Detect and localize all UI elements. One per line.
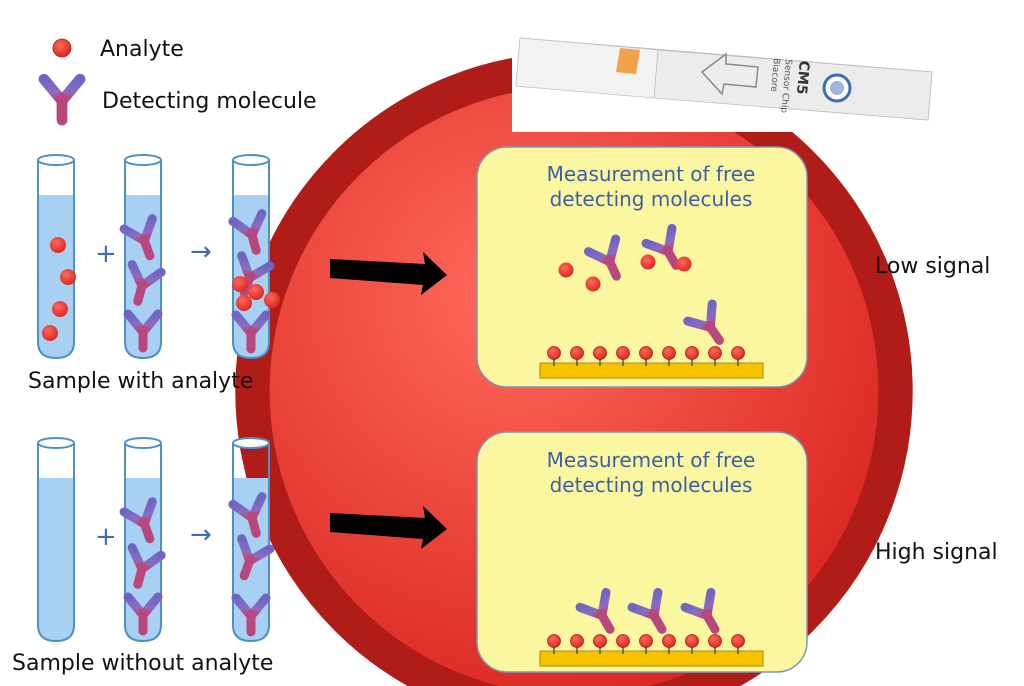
sensor-surface [539, 650, 764, 667]
free-complex [558, 239, 631, 292]
row1-sample-label: Sample with analyte [28, 369, 253, 394]
row2-measurement-panel: Measurement of free detecting molecules [476, 431, 808, 673]
immobilized-analytes [546, 633, 746, 655]
tube-sample [37, 154, 76, 360]
row1-tubes: + → Sample with analyte [28, 154, 280, 394]
plus-sign: + [95, 522, 117, 552]
row1-panel-title-line2: detecting molecules [550, 187, 753, 211]
row2-panel-title-line2: detecting molecules [550, 473, 753, 497]
row2-panel-title-line1: Measurement of free [547, 448, 756, 472]
tube-detecting-molecules [123, 154, 164, 360]
tube-mixture [230, 154, 280, 360]
legend: Analyte Detecting molecule [38, 37, 896, 686]
analyte-legend-label: Analyte [100, 37, 184, 62]
arrow-sign: → [190, 520, 212, 550]
analyte-legend-icon [52, 38, 72, 58]
tube-mixture [230, 437, 271, 643]
row2-big-arrow [330, 506, 447, 549]
sensor-chip-image: Biacore Sensor Chip CM5 [512, 10, 942, 132]
row2-signal-label: High signal [875, 540, 998, 565]
row1-signal-label: Low signal [875, 254, 990, 279]
immobilized-analytes [546, 345, 746, 367]
arrow-sign: → [190, 237, 212, 267]
row1-big-arrow [330, 252, 447, 295]
detecting-molecule-legend-label: Detecting molecule [102, 89, 317, 114]
sensor-surface [539, 362, 764, 379]
row1-panel-title-line1: Measurement of free [547, 162, 756, 186]
free-complex [640, 228, 692, 272]
row1-measurement-panel: Measurement of free detecting molecules [476, 146, 808, 388]
chip-text-line2: Sensor Chip [778, 59, 793, 114]
chip-text-line1: Biacore [768, 58, 781, 93]
chip-text-line3: CM5 [793, 60, 812, 95]
plus-sign: + [95, 239, 117, 269]
row2-sample-label: Sample without analyte [12, 651, 273, 676]
row2-tubes: + → Sample without analyte [12, 437, 273, 676]
tube-sample-empty [37, 437, 75, 643]
tube-detecting-molecules [123, 437, 164, 643]
detecting-molecule-legend-icon [38, 73, 86, 126]
